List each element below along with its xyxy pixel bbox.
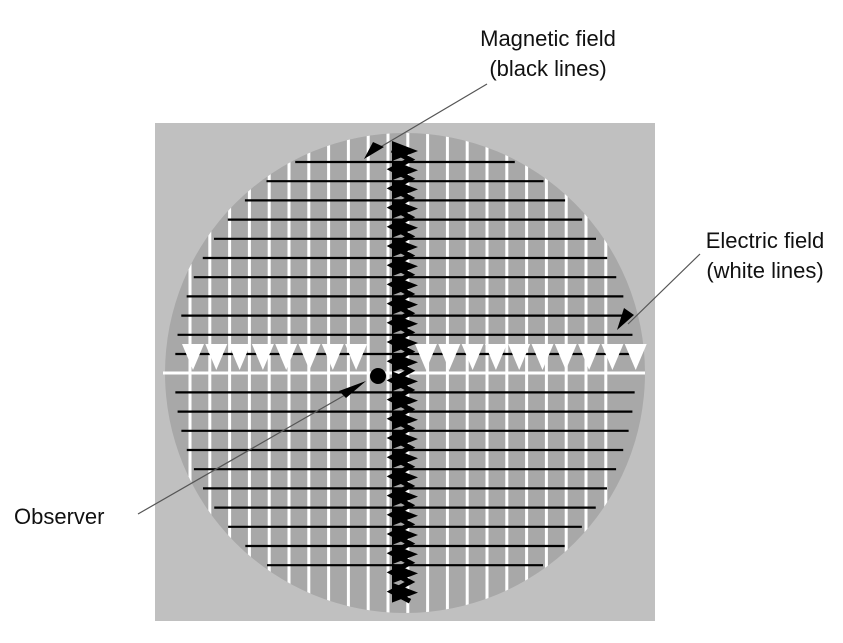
electric-field-arrowhead <box>228 344 251 370</box>
magnetic-field-arrowhead <box>392 256 418 277</box>
magnetic-field-arrowhead <box>392 237 418 257</box>
electric-field-arrowhead <box>321 344 344 370</box>
observer-dot <box>370 368 386 384</box>
magnetic-field-arrowheads <box>392 141 418 603</box>
magnetic-field-arrowhead <box>392 160 418 181</box>
electric-field-arrowhead <box>345 344 368 370</box>
electric-field-arrowhead <box>182 344 204 370</box>
electric-field-arrowhead <box>624 344 647 370</box>
electric-field-arrowhead <box>438 344 461 370</box>
electric-field-arrowheads <box>182 344 647 370</box>
magnetic-field-arrowhead <box>392 371 418 392</box>
magnetic-field-arrowhead <box>392 275 418 296</box>
magnetic-field-arrowhead <box>392 333 418 353</box>
electric-field-label: Electric field (white lines) <box>680 226 843 286</box>
electric-field-arrowhead <box>554 344 577 370</box>
electric-field-arrowhead <box>298 344 321 370</box>
observer-leader-line <box>137 390 353 515</box>
observer-label: Observer <box>14 504 105 529</box>
observer-pointer-arrow <box>339 381 366 398</box>
electric-pointer-arrow <box>617 308 634 330</box>
magnetic-field-arrowhead <box>392 390 418 411</box>
magnetic-field-arrowhead <box>392 525 418 545</box>
electric-field-arrowhead <box>531 344 554 370</box>
electric-field-arrowhead <box>578 344 601 370</box>
magnetic-field-label: Magnetic field (black lines) <box>448 24 648 84</box>
magnetic-field-arrowhead <box>392 544 418 565</box>
magnetic-pointer-arrow <box>364 142 384 159</box>
electric-field-arrowhead <box>601 344 624 370</box>
magnetic-field-arrowhead <box>392 179 418 200</box>
electric-field-arrowhead <box>251 344 274 370</box>
electric-field-arrowhead <box>461 344 484 370</box>
electric-field-arrowhead <box>205 344 228 370</box>
magnetic-field-label-line1: Magnetic field <box>480 26 616 51</box>
electric-field-label-line1: Electric field <box>705 228 825 253</box>
magnetic-field-label-line2: (black lines) <box>489 56 607 81</box>
magnetic-field-arrowhead <box>392 467 418 488</box>
magnetic-field-arrowhead <box>392 505 418 526</box>
magnetic-field-arrowhead <box>392 313 418 334</box>
electric-field-label-line2: (white lines) <box>706 258 824 283</box>
magnetic-field-arrowhead <box>392 294 418 315</box>
electric-field-arrowhead <box>415 344 437 370</box>
electric-field-arrowhead <box>275 344 298 370</box>
magnetic-field-arrowhead <box>392 429 418 449</box>
magnetic-leader-line <box>371 83 488 153</box>
electric-leader-line <box>627 253 701 325</box>
magnetic-field-arrowhead <box>392 352 418 373</box>
magnetic-field-arrowhead <box>392 486 418 507</box>
magnetic-field-arrowhead <box>392 198 418 219</box>
electric-field-arrowhead <box>484 344 507 370</box>
magnetic-field-arrowhead <box>392 217 418 238</box>
electric-field-arrowhead <box>508 344 531 370</box>
magnetic-field-arrowhead <box>392 409 418 430</box>
magnetic-field-arrowhead <box>392 448 418 469</box>
magnetic-field-arrowhead <box>392 582 418 603</box>
magnetic-field-arrowhead <box>392 141 418 161</box>
magnetic-field-arrowhead <box>392 563 418 584</box>
